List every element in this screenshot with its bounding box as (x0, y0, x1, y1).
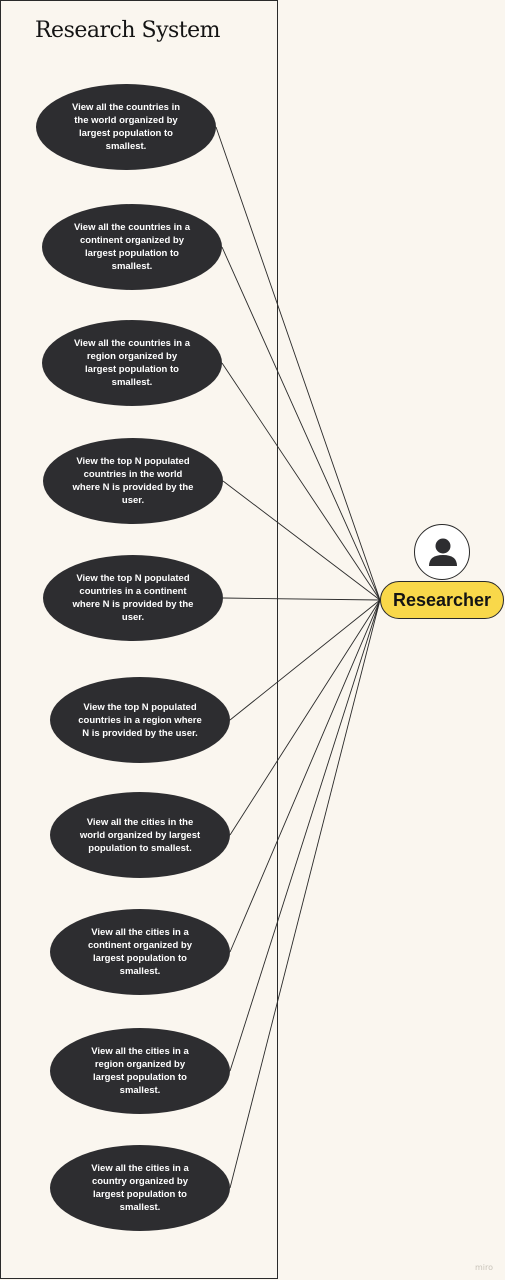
system-boundary (0, 0, 278, 1279)
association-line (229, 599, 381, 1189)
use-case-cities-region[interactable]: View all the cities in a region organize… (50, 1028, 230, 1114)
use-case-label: View all the cities in the world organiz… (79, 816, 201, 854)
use-case-top-n-countries-world[interactable]: View the top N populated countries in th… (43, 438, 223, 524)
use-case-label: View the top N populated countries in a … (78, 701, 202, 739)
use-case-label: View the top N populated countries in th… (72, 456, 194, 506)
use-case-countries-region[interactable]: View all the countries in a region organ… (42, 320, 222, 406)
use-case-top-n-countries-continent[interactable]: View the top N populated countries in a … (43, 555, 223, 641)
association-line (222, 597, 381, 601)
use-case-label: View all the cities in a continent organ… (88, 927, 192, 977)
association-line (222, 480, 381, 601)
association-line (221, 246, 381, 601)
association-line (229, 599, 381, 1072)
use-case-cities-world[interactable]: View all the cities in the world organiz… (50, 792, 230, 878)
use-case-countries-continent[interactable]: View all the countries in a continent or… (42, 204, 222, 290)
actor-researcher[interactable]: Researcher (380, 581, 504, 619)
use-case-countries-world[interactable]: View all the countries in the world orga… (36, 84, 216, 170)
association-line (229, 599, 381, 953)
use-case-label: View all the countries in the world orga… (71, 102, 181, 152)
use-case-cities-country[interactable]: View all the cities in a country organiz… (50, 1145, 230, 1231)
person-icon[interactable] (414, 524, 470, 580)
association-line (215, 126, 381, 601)
use-case-label: View all the countries in a continent or… (74, 222, 190, 272)
use-case-label: View all the countries in a region organ… (74, 338, 190, 388)
use-case-label: View all the cities in a region organize… (91, 1046, 189, 1096)
association-line (229, 599, 381, 721)
use-case-label: View the top N populated countries in a … (72, 573, 194, 623)
miro-watermark: miro (474, 1263, 493, 1272)
association-line (229, 599, 381, 836)
use-case-cities-continent[interactable]: View all the cities in a continent organ… (50, 909, 230, 995)
use-case-top-n-countries-region[interactable]: View the top N populated countries in a … (50, 677, 230, 763)
use-case-label: View all the cities in a country organiz… (91, 1163, 189, 1213)
association-line (221, 362, 381, 601)
system-title: Research System (34, 18, 221, 43)
